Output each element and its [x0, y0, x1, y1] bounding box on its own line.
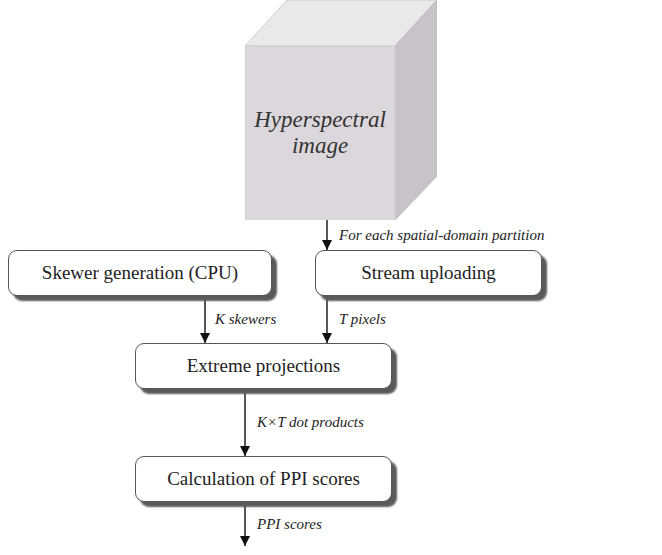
flow-arrow: [244, 389, 245, 456]
output-arrow: [244, 502, 245, 546]
flow-arrow: [204, 296, 205, 343]
edge-label: K skewers: [213, 311, 278, 328]
edge-label: K×T dot products: [255, 414, 366, 431]
process-box: Skewer generation (CPU): [8, 250, 272, 296]
node-text: Calculation of PPI scores: [167, 468, 360, 490]
edge-label: For each spatial-domain partition: [337, 227, 546, 244]
cube-front: [245, 46, 395, 220]
flow-arrow: [326, 296, 327, 343]
node-text: Stream uploading: [361, 262, 496, 284]
flow-arrow: [326, 220, 327, 250]
data-cube: Hyperspectral image: [245, 0, 437, 220]
node-text: Hyperspectral image: [250, 107, 390, 159]
process-box: Stream uploading: [315, 250, 542, 296]
cube-text-area: Hyperspectral image: [245, 46, 395, 220]
process-box: Extreme projections: [135, 343, 392, 389]
process-box: Calculation of PPI scores: [135, 456, 392, 502]
cube-side: [395, 0, 437, 220]
node-text: Skewer generation (CPU): [42, 262, 238, 284]
edge-label: T pixels: [337, 311, 388, 328]
output-label: PPI scores: [255, 516, 324, 533]
node-text: Extreme projections: [187, 355, 341, 377]
